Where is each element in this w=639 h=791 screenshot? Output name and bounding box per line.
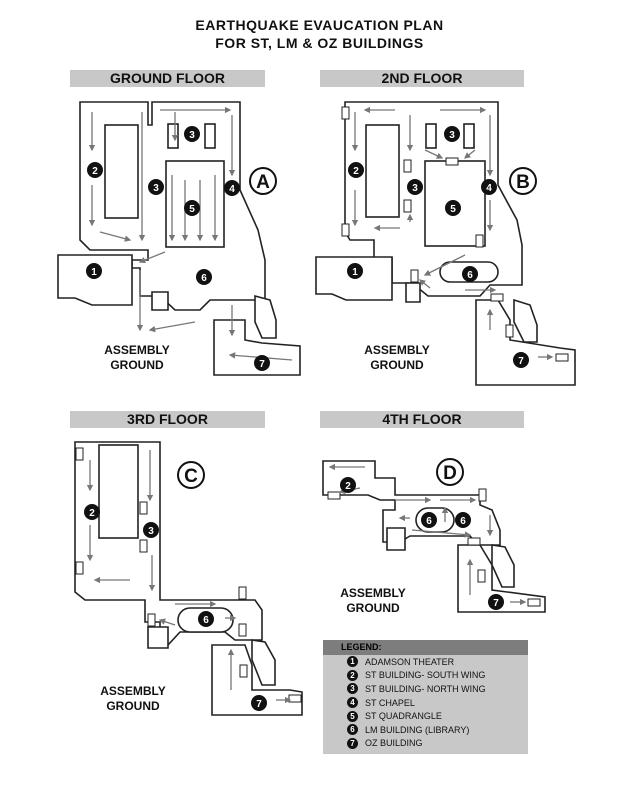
svg-text:3: 3 (449, 130, 455, 141)
floor-letter-badge-b: B (509, 167, 537, 195)
fourth-floor-markers: 2 6 6 7 (340, 477, 504, 610)
svg-text:3: 3 (148, 526, 154, 537)
svg-text:7: 7 (493, 598, 499, 609)
svg-text:2: 2 (353, 166, 359, 177)
svg-text:7: 7 (259, 359, 265, 370)
svg-text:6: 6 (426, 516, 432, 527)
fourth-floor-header: 4TH FLOOR (320, 411, 524, 428)
svg-text:7: 7 (256, 699, 262, 710)
fourth-floor-exits (327, 488, 541, 607)
legend-title: LEGEND: (323, 640, 528, 655)
svg-text:1: 1 (91, 267, 97, 278)
legend-item: 7 OZ BUILDING (323, 737, 528, 751)
legend-label: ST CHAPEL (365, 697, 415, 708)
svg-text:4: 4 (229, 184, 235, 195)
second-floor-arrows (351, 106, 554, 361)
svg-text:6: 6 (467, 270, 473, 281)
svg-text:3: 3 (412, 183, 418, 194)
legend-item: 1 ADAMSON THEATER (323, 655, 528, 669)
svg-text:B: B (516, 172, 530, 193)
svg-text:1: 1 (352, 267, 358, 278)
legend-label: ADAMSON THEATER (365, 656, 455, 667)
svg-text:5: 5 (450, 204, 456, 215)
third-floor-exits (75, 447, 302, 703)
third-floor-header: 3RD FLOOR (70, 411, 265, 428)
legend-item: 6 LM BUILDING (LIBRARY) (323, 723, 528, 737)
plan-title-line2: FOR ST, LM & OZ BUILDINGS (215, 35, 424, 51)
legend-label: ST BUILDING- NORTH WING (365, 683, 486, 694)
legend-marker: 4 (347, 697, 358, 709)
third-floor-markers: 2 3 6 7 (84, 504, 267, 711)
svg-text:C: C (184, 466, 198, 487)
legend-marker: 1 (347, 656, 358, 668)
svg-text:2: 2 (345, 481, 351, 492)
floor-letter-badge-a: A (249, 167, 277, 195)
legend-item: 5 ST QUADRANGLE (323, 709, 528, 723)
svg-text:2: 2 (92, 166, 98, 177)
svg-text:5: 5 (189, 204, 195, 215)
svg-text:4: 4 (486, 183, 492, 194)
floor-letter-badge-c: C (177, 461, 205, 489)
svg-text:7: 7 (518, 356, 524, 367)
svg-text:2: 2 (89, 508, 95, 519)
second-floor-markers: 1 2 3 3 4 5 6 7 (347, 126, 529, 368)
second-floor-header: 2ND FLOOR (320, 70, 524, 87)
third-floor-arrows (86, 450, 292, 704)
svg-text:6: 6 (201, 273, 207, 284)
floor-letter-badge-d: D (436, 458, 464, 486)
ground-floor-header: GROUND FLOOR (70, 70, 265, 87)
legend-marker: 5 (347, 710, 358, 722)
svg-text:3: 3 (153, 183, 159, 194)
legend-item: 3 ST BUILDING- NORTH WING (323, 682, 528, 696)
legend-marker: 6 (347, 724, 358, 736)
ground-floor-markers: 1 2 3 3 4 5 6 7 (86, 126, 270, 371)
svg-text:D: D (443, 463, 457, 484)
legend-item: 2 ST BUILDING- SOUTH WING (323, 669, 528, 683)
svg-text:6: 6 (460, 516, 466, 527)
legend-label: ST BUILDING- SOUTH WING (365, 670, 486, 681)
legend-label: OZ BUILDING (365, 738, 423, 749)
ground-floor-arrows (88, 106, 293, 361)
legend-marker: 7 (347, 737, 358, 749)
legend-label: ST QUADRANGLE (365, 711, 442, 722)
legend-marker: 3 (347, 683, 358, 695)
svg-text:A: A (256, 172, 270, 193)
legend-item: 4 ST CHAPEL (323, 696, 528, 710)
svg-text:3: 3 (189, 130, 195, 141)
third-floor-buildings (74, 441, 303, 716)
legend-label: LM BUILDING (LIBRARY) (365, 724, 470, 735)
second-floor-exits (341, 106, 569, 362)
plan-title-line1: EARTHQUAKE EVAUCATION PLAN (195, 17, 444, 33)
svg-text:6: 6 (203, 615, 209, 626)
legend-panel: LEGEND: 1 ADAMSON THEATER 2 ST BUILDING-… (323, 640, 528, 754)
legend-marker: 2 (347, 669, 358, 681)
